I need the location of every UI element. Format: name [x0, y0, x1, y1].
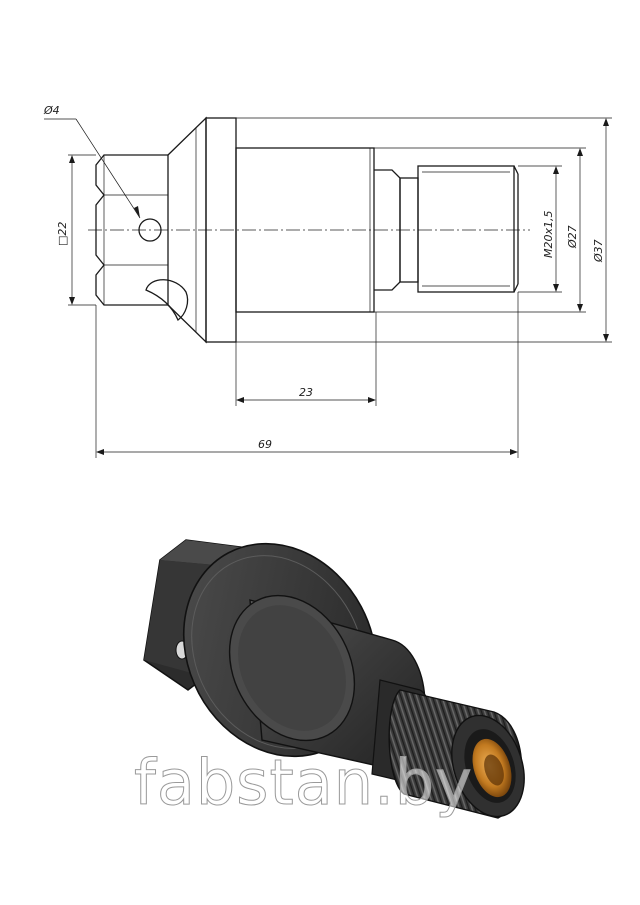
- notch: [145, 279, 189, 322]
- dim-total-length: 69: [258, 438, 272, 451]
- part-3d-render: [143, 539, 525, 819]
- body-outline: [235, 147, 375, 313]
- dim-diameter-large: Ø37: [592, 239, 605, 263]
- thread-outline: [417, 165, 515, 293]
- dim-diameter-small: Ø27: [566, 225, 579, 249]
- dim-thread: M20x1,5: [542, 211, 555, 259]
- watermark: fabstan.by: [134, 746, 473, 819]
- dim-hole-diameter: Ø4: [43, 104, 60, 117]
- dim-square-size: □22: [56, 222, 69, 246]
- dim-body-length: 23: [299, 386, 313, 399]
- dimension-lines: [44, 117, 612, 458]
- side-view: [88, 116, 530, 344]
- cross-hole: [138, 218, 162, 242]
- end-face: [451, 714, 525, 818]
